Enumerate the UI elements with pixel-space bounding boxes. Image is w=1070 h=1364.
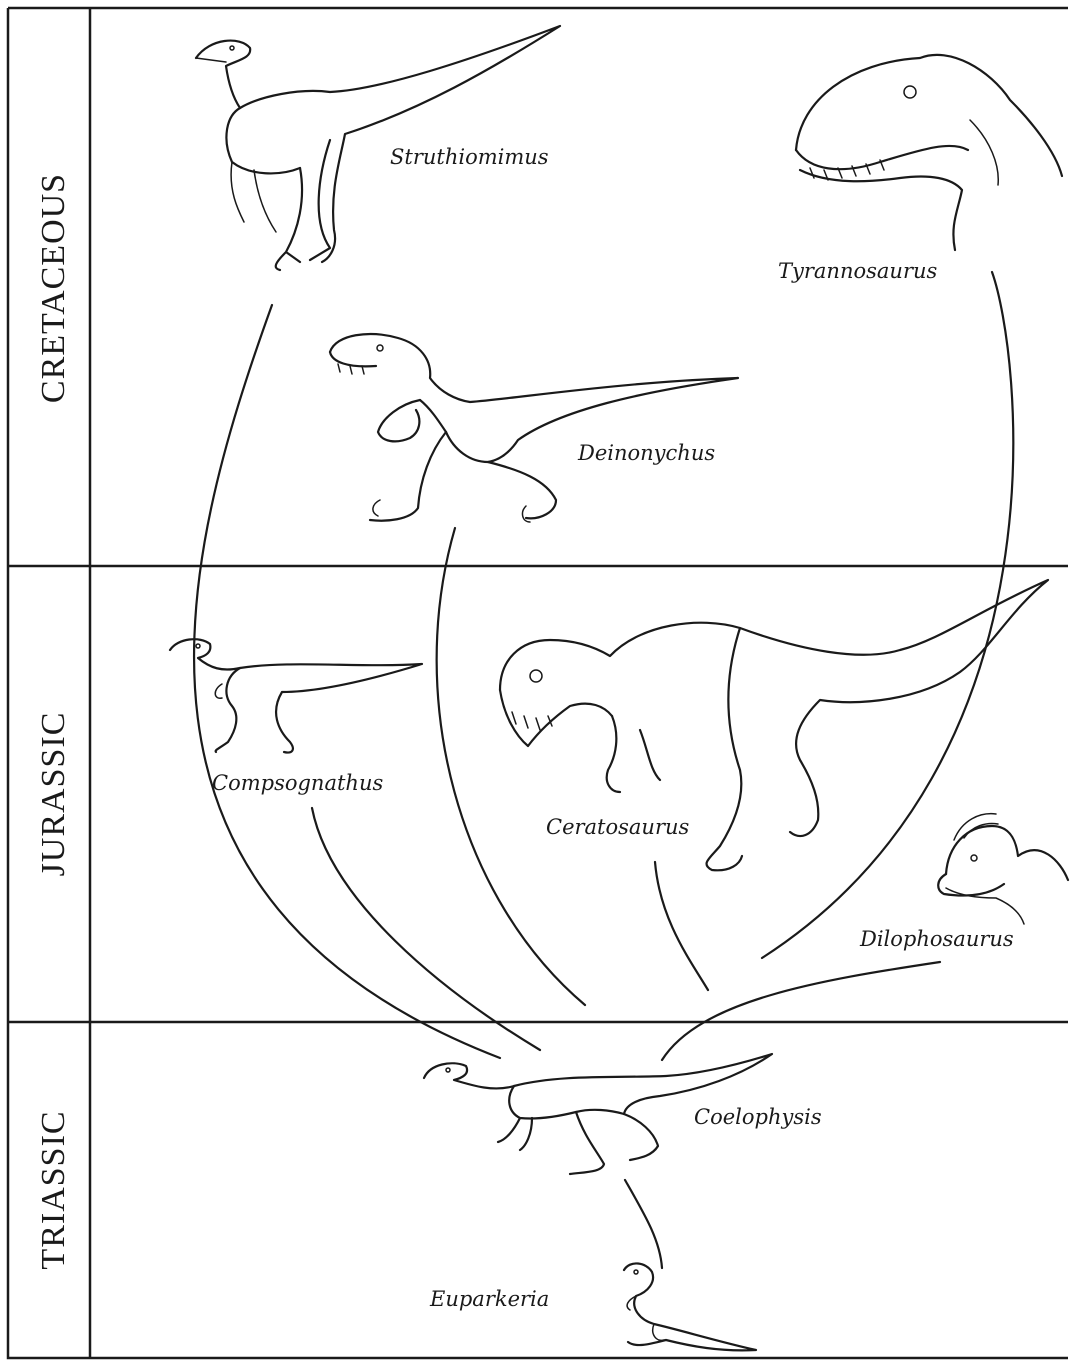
- period-label-cretaceous: CRETACEOUS: [35, 173, 72, 403]
- label-deinonychus: Deinonychus: [577, 441, 715, 465]
- compsognathus-illustration: [170, 639, 422, 752]
- deinonychus-illustration: [330, 334, 738, 522]
- euparkeria-illustration: [624, 1263, 756, 1350]
- label-dilophosaurus: Dilophosaurus: [859, 927, 1014, 951]
- label-tyrannosaurus: Tyrannosaurus: [778, 259, 938, 283]
- label-struthiomimus: Struthiomimus: [390, 145, 549, 169]
- lineage-line-compsognathus: [312, 808, 540, 1050]
- lineage-line-ceratosaurus: [655, 862, 708, 990]
- label-euparkeria: Euparkeria: [429, 1287, 549, 1311]
- period-frame: [8, 8, 1068, 1358]
- tyrannosaurus-illustration: [796, 55, 1062, 250]
- label-compsognathus: Compsognathus: [212, 771, 383, 795]
- label-coelophysis: Coelophysis: [694, 1105, 822, 1129]
- period-label-triassic: TRIASSIC: [35, 1110, 72, 1269]
- lineage-line-struthiomimus: [194, 305, 500, 1058]
- period-label-jurassic: JURASSIC: [35, 712, 72, 877]
- lineage-lines: [194, 272, 1013, 1268]
- lineage-line-deinonychus: [437, 528, 585, 1005]
- dilophosaurus-illustration: [938, 814, 1068, 924]
- lineage-line-euparkeria: [625, 1180, 662, 1268]
- lineage-line-dilophosaurus: [662, 962, 940, 1060]
- label-ceratosaurus: Ceratosaurus: [546, 815, 690, 839]
